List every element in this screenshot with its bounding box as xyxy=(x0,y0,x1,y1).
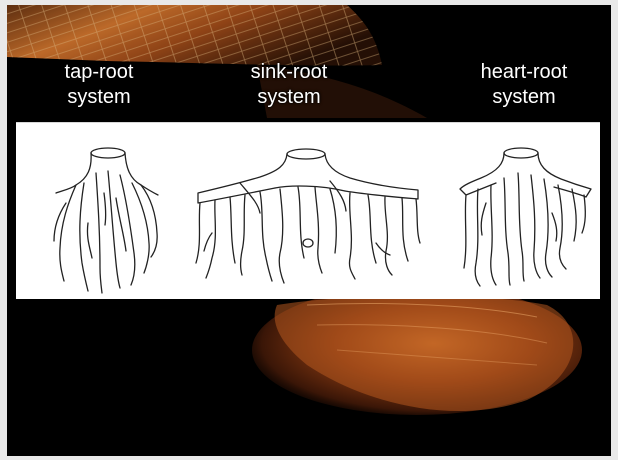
sink-root-label-line1: sink-root xyxy=(204,60,374,85)
tap-root-label: tap-root system xyxy=(14,60,184,110)
slide-frame: tap-root system sink-root system heart-r… xyxy=(7,5,611,456)
heart-root-label-line1: heart-root xyxy=(439,60,609,85)
sink-root-label: sink-root system xyxy=(204,60,374,110)
tap-root-drawing xyxy=(16,123,186,299)
root-drawings-panel xyxy=(16,122,600,299)
heart-root-label-line2: system xyxy=(439,85,609,110)
heart-root-label: heart-root system xyxy=(439,60,609,110)
tap-root-label-line1: tap-root xyxy=(14,60,184,85)
tap-root-label-line2: system xyxy=(14,85,184,110)
root-type-labels: tap-root system sink-root system heart-r… xyxy=(7,60,611,120)
heart-root-drawing xyxy=(436,123,600,299)
sink-root-label-line2: system xyxy=(204,85,374,110)
sink-root-drawing xyxy=(180,123,430,299)
